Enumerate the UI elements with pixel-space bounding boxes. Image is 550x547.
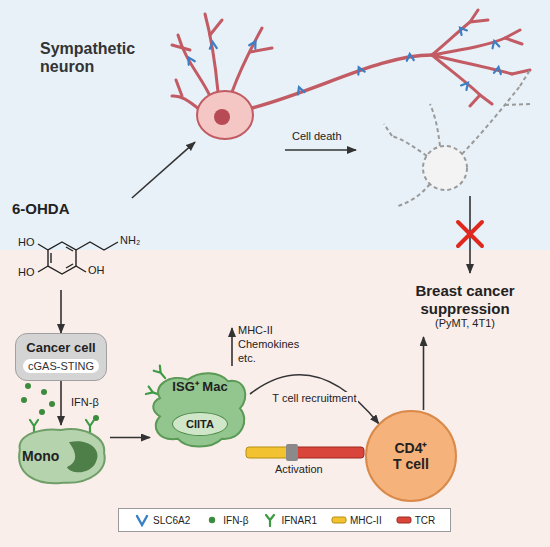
node-title: CIITA: [186, 418, 214, 431]
ciita-oval: CIITA: [172, 412, 228, 436]
monocyte: Mono: [12, 425, 110, 487]
t-cell: CD4⁺ T cell: [365, 410, 457, 502]
connector-arrow: [110, 437, 150, 439]
legend: SLC6A2 IFN-β IFNAR1 MHC-II TCR: [118, 508, 451, 532]
node-subtitle: (PyMT, 4T1): [435, 317, 495, 330]
annotation-label: OH: [88, 264, 105, 277]
red-cross: [458, 222, 482, 246]
legend-text: SLC6A2: [153, 515, 190, 526]
mhc-tcr-complex: [246, 444, 364, 461]
legend-icon: [134, 513, 150, 527]
edge-label: IFN-β: [69, 396, 101, 409]
node-title: Cancer cell: [26, 341, 95, 356]
connector-arrow: [423, 337, 425, 410]
soma: [197, 91, 253, 139]
connector-arrow: [132, 142, 195, 198]
node-title: Breast cancer suppression: [390, 282, 540, 317]
death-arrow: [285, 149, 356, 151]
dead-neuron: [384, 70, 530, 206]
annotation-label: NH₂: [120, 234, 140, 247]
node-subtitle: cGAS-STING: [23, 359, 99, 374]
connector-arrow: [250, 375, 379, 424]
chemical-structure: [38, 242, 118, 274]
up-arrow: [231, 328, 233, 366]
macrophage: ISG⁺ MacCIITA: [150, 370, 250, 450]
legend-icon: [204, 513, 220, 527]
legend-item: MHC-II: [331, 513, 382, 527]
edge-label: T cell recruitment: [270, 392, 358, 405]
legend-text: TCR: [415, 515, 436, 526]
slc6a2-marks: [185, 25, 501, 94]
legend-item: IFN-β: [204, 513, 248, 527]
legend-item: IFNAR1: [262, 513, 317, 527]
legend-text: MHC-II: [350, 515, 382, 526]
outcome-box: Breast cancer suppression(PyMT, 4T1): [390, 275, 540, 337]
annotation-label: MHC-II: [238, 324, 273, 337]
annotation-label: Cell death: [292, 130, 342, 143]
legend-icon: [331, 513, 347, 527]
neuron-soma: Sympathetic neuron: [195, 88, 255, 143]
legend-icon: [262, 513, 278, 527]
legend-item: SLC6A2: [134, 513, 190, 527]
nucleus: [214, 109, 230, 125]
node-title: 6-OHDA: [12, 200, 70, 217]
node-title: CD4⁺ T cell: [390, 440, 432, 472]
legend-item: TCR: [396, 513, 436, 527]
annotation-label: HO: [18, 236, 35, 249]
top-band: [0, 0, 550, 250]
legend-text: IFN-β: [223, 515, 248, 526]
cancer-cell-box: Cancer cell cGAS-STING: [15, 333, 107, 381]
node-title: ISG⁺ Mac: [172, 380, 227, 395]
annotation-label: etc.: [238, 352, 256, 365]
annotation-label: Activation: [275, 463, 323, 476]
annotation-label: HO: [18, 266, 35, 279]
node-title: Mono: [22, 448, 59, 464]
legend-text: IFNAR1: [281, 515, 317, 526]
node-title: Sympathetic neuron: [40, 40, 165, 77]
connector-arrow: [60, 381, 62, 425]
connector-arrow: [60, 290, 62, 333]
annotation-label: Chemokines: [238, 338, 299, 351]
legend-icon: [396, 513, 412, 527]
